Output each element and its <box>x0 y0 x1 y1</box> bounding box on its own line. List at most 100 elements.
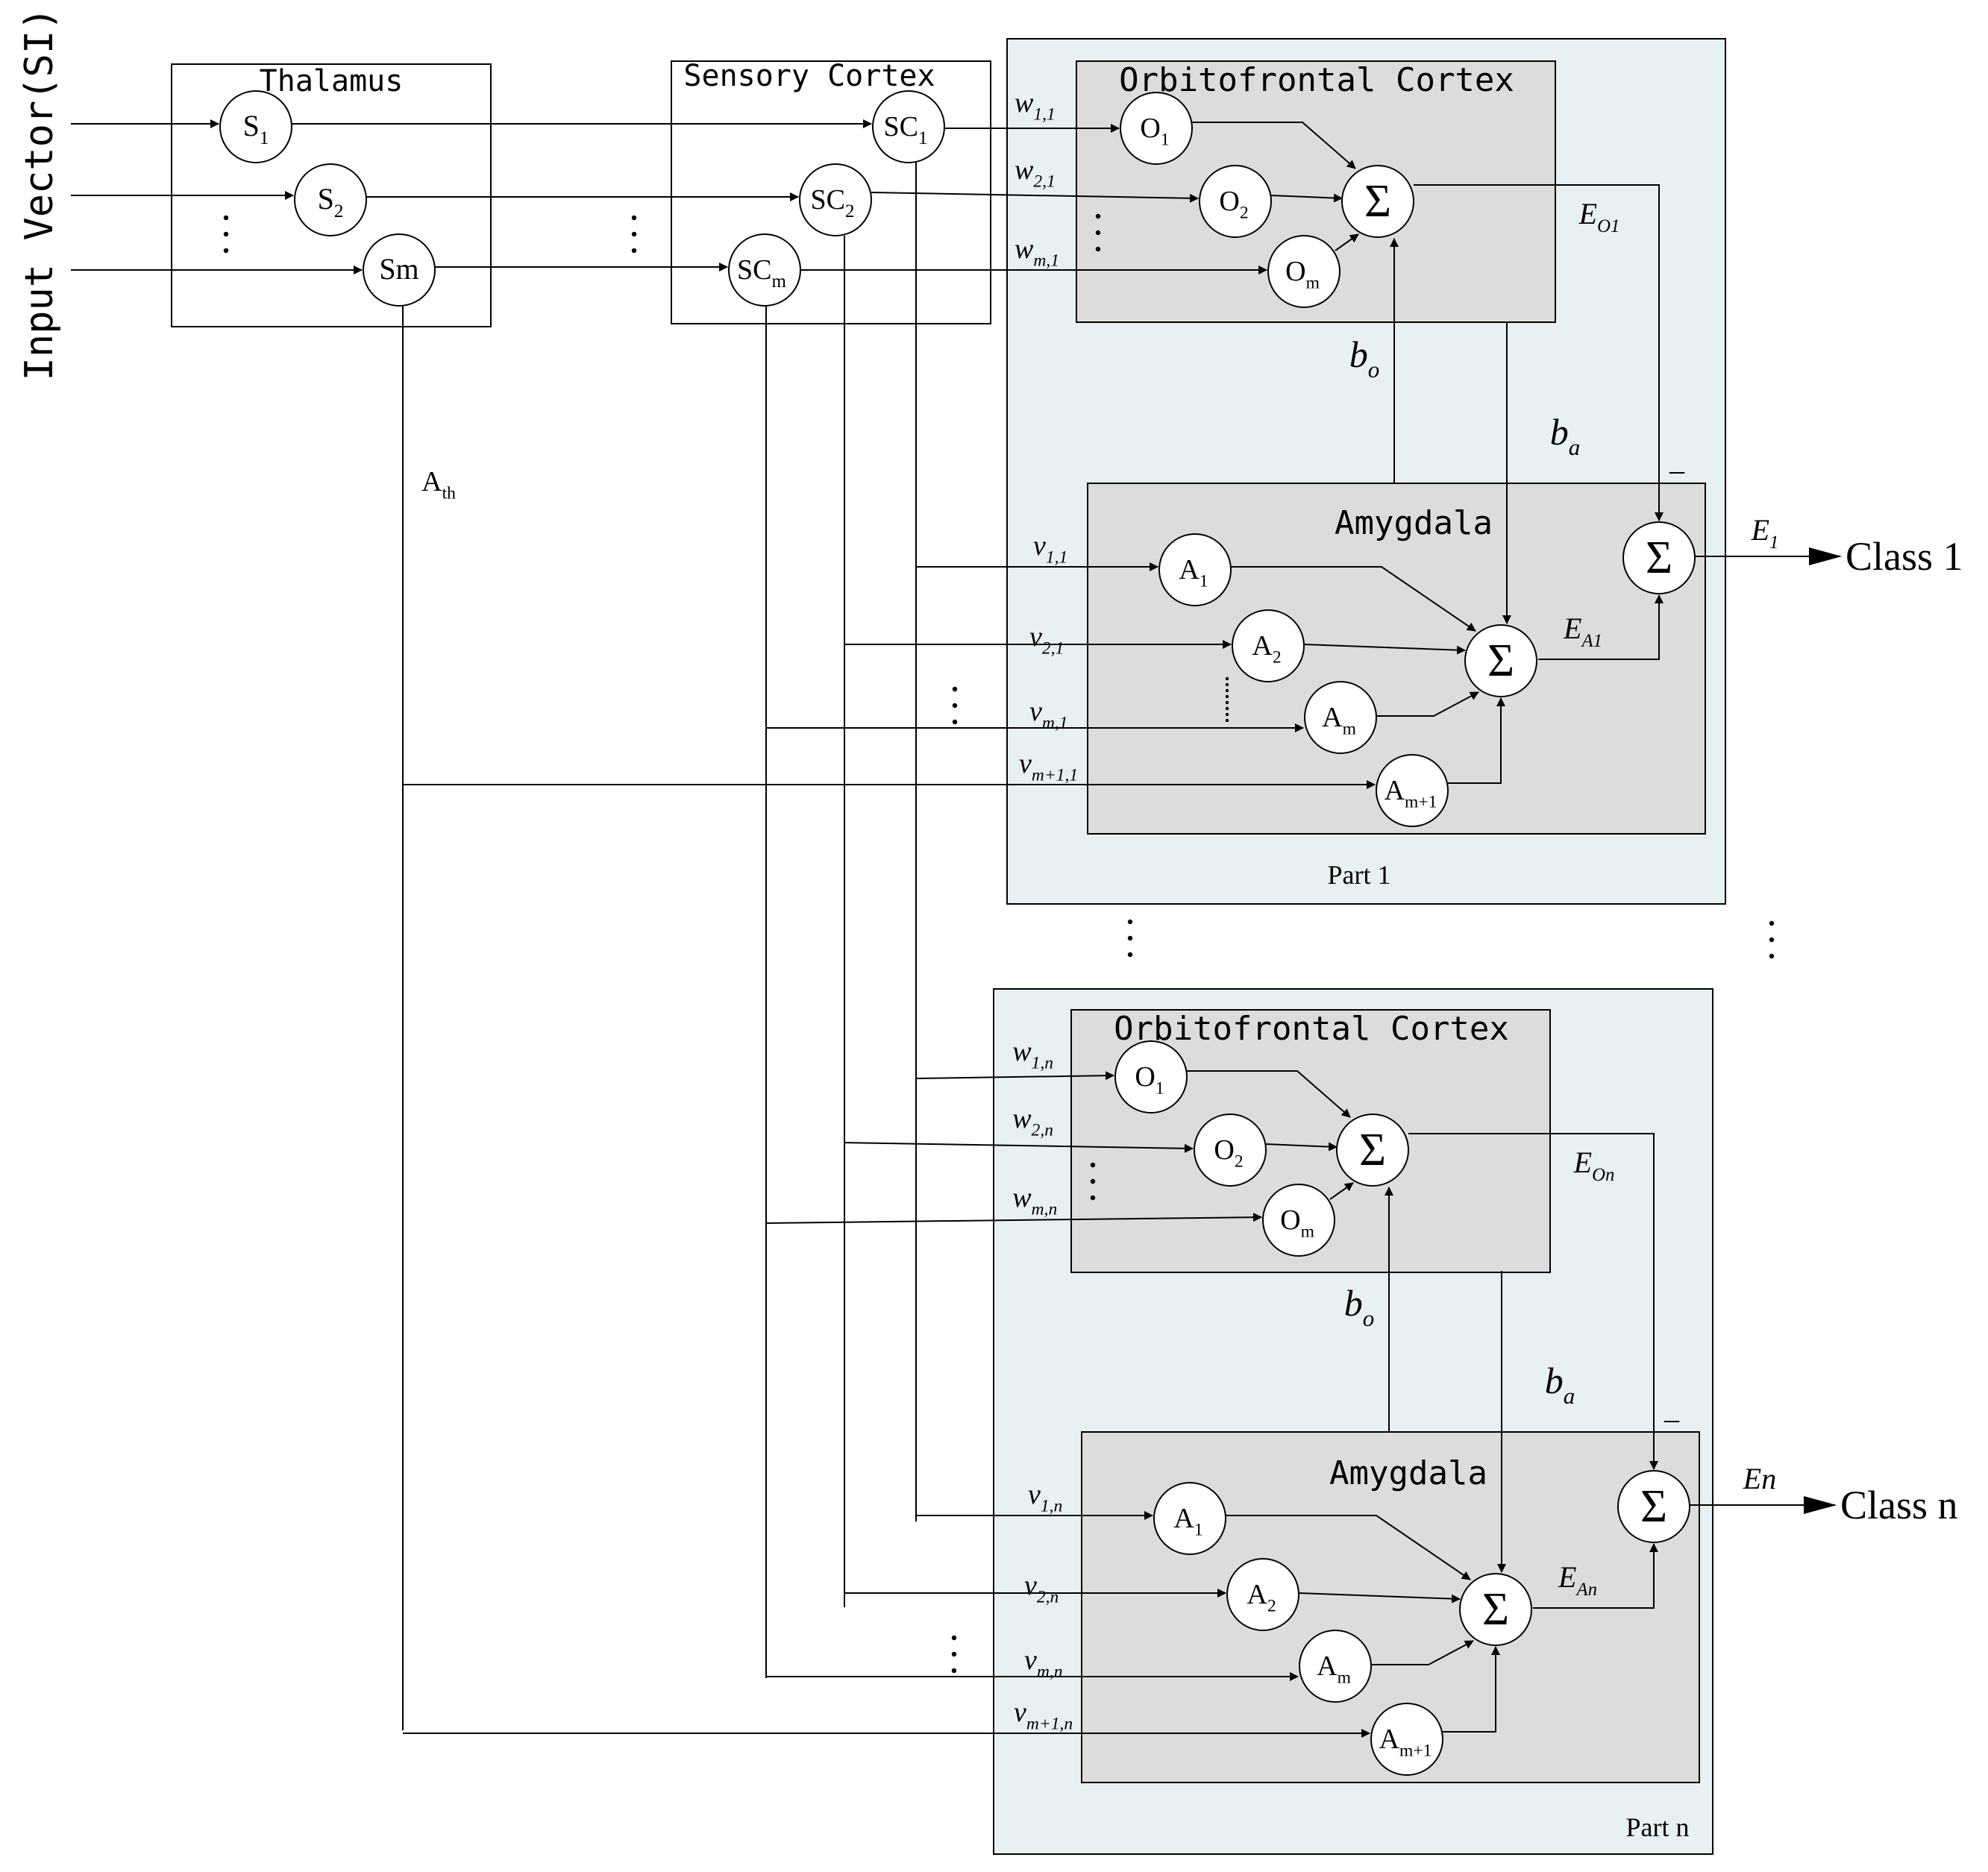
sigma-symbol: Σ <box>1487 635 1514 686</box>
class-label-part-1: Class 1 <box>1846 534 1963 579</box>
amygdala-node-a1-part-2: A1 <box>1153 1482 1226 1555</box>
amygdala-node-am1-part-1-circle <box>1376 754 1449 827</box>
w2n-line <box>844 1142 1194 1153</box>
sigma-symbol: Σ <box>1640 1481 1667 1532</box>
ofc-node-om-part-1-label: Om <box>1285 256 1320 293</box>
amygdala-sum-part-2-circle <box>1459 1573 1532 1646</box>
ofc-sum-part-2-circle <box>1336 1114 1409 1187</box>
ofc-node-om-part-2-circle <box>1262 1184 1335 1257</box>
v-label: vm+1,n <box>1014 1697 1073 1734</box>
om-to-sum <box>1329 1182 1354 1200</box>
amygdala-title-part-1: Amygdala <box>1335 504 1493 542</box>
ofc-node-om-part-1: Om <box>1267 235 1341 308</box>
ea-label: EA1 <box>1563 612 1602 651</box>
v-label: v2,n <box>1024 1570 1059 1607</box>
amygdala-node-am1-part-1-label: Am+1 <box>1385 775 1437 812</box>
amygdala-node-a2-part-1: A2 <box>1232 609 1305 682</box>
output-sum-part-2: Σ <box>1617 1470 1690 1543</box>
ath-label: Ath <box>421 466 456 503</box>
thalamus-node-2: S2 <box>294 163 367 236</box>
sc-node-1: SC1 <box>872 90 945 163</box>
sigma-symbol: Σ <box>1359 1125 1386 1175</box>
wmn-line <box>765 1213 1262 1224</box>
sc-node-label: SCm <box>737 254 786 292</box>
amygdala-node-am1-part-2-circle <box>1370 1703 1443 1776</box>
amygdala-node-am-part-2-circle <box>1299 1630 1372 1703</box>
amygdala-node-am1-part-2-label: Am+1 <box>1379 1724 1432 1761</box>
v-label: v2,1 <box>1029 621 1064 659</box>
v-label: vm+1,1 <box>1019 748 1078 785</box>
sensory-cortex-title: Sensory Cortex <box>683 59 935 93</box>
output-sum-part-1-circle <box>1622 521 1696 594</box>
ofc-node-o2-part-2: O2 <box>1194 1114 1267 1187</box>
amygdala-node-a1-part-2-label: A1 <box>1173 1503 1202 1540</box>
v-label: v1,1 <box>1033 530 1067 568</box>
a2-to-sum <box>1303 644 1466 655</box>
amygdala-node-am-part-1-circle <box>1304 681 1377 754</box>
ba-label: ba <box>1545 1360 1575 1409</box>
amygdala-node-a2-part-2-circle <box>1226 1558 1299 1631</box>
sc-node-3: SCm <box>728 233 801 307</box>
output-sum-part-2-circle <box>1617 1470 1690 1543</box>
o1-to-sum <box>1187 1070 1351 1118</box>
e-out-label: En <box>1743 1462 1776 1495</box>
sc-node-2: SC2 <box>799 163 872 236</box>
minus-sign: _ <box>1669 443 1685 477</box>
between-parts-dots-right <box>1769 920 1775 959</box>
a1-to-sum <box>1226 1515 1471 1580</box>
sc-node-label: SC1 <box>884 111 928 148</box>
ofc-title-part-1: Orbitofrontal Cortex <box>1119 61 1514 99</box>
amygdala-node-am1-part-1: Am+1 <box>1376 754 1449 827</box>
eo-label: EOn <box>1573 1146 1615 1185</box>
am1-to-sum <box>1448 697 1505 784</box>
amygdala-node-a1-part-1: A1 <box>1158 533 1232 606</box>
ofc-node-o1-part-1-circle <box>1120 92 1193 165</box>
bo-label: bo <box>1344 1282 1375 1331</box>
v-label: vm,n <box>1024 1645 1063 1682</box>
a1-to-sum <box>1231 566 1476 632</box>
w1n-line <box>915 1071 1114 1081</box>
ofc-sum-part-2: Σ <box>1336 1114 1409 1187</box>
thalamus-node-label: S2 <box>318 182 344 222</box>
ofc-title-part-n: Orbitofrontal Cortex <box>1114 1010 1509 1048</box>
ea-line <box>1538 594 1664 660</box>
between-parts-dots-left <box>1127 919 1133 958</box>
o2-to-sum <box>1265 1142 1338 1152</box>
ofc-sum-part-1-circle <box>1341 165 1414 238</box>
amygdala-input-dots <box>951 1635 957 1674</box>
amygdala-node-am1-part-2: Am+1 <box>1370 1703 1443 1776</box>
a2-to-sum <box>1298 1592 1461 1604</box>
ofc-dots <box>1090 1162 1096 1201</box>
amygdala-node-am-part-2-label: Am <box>1317 1650 1351 1688</box>
w-label: w2,n <box>1012 1103 1053 1140</box>
v-label: vm,1 <box>1029 696 1068 733</box>
amygdala-title-part-n: Amygdala <box>1329 1454 1487 1492</box>
amygdala-sum-part-2: Σ <box>1459 1573 1532 1646</box>
ofc-sum-part-1: Σ <box>1341 165 1414 238</box>
w-label: w2,1 <box>1015 154 1056 192</box>
part-label-n: Part n <box>1626 1812 1690 1842</box>
am-to-sum <box>1376 691 1479 717</box>
ba-label: ba <box>1550 411 1581 460</box>
ofc-node-o2-part-1-label: O2 <box>1219 186 1248 223</box>
ofc-node-o2-part-1: O2 <box>1199 165 1272 238</box>
w21-line <box>871 192 1199 203</box>
ofc-dots <box>1095 213 1101 252</box>
amygdala-sum-part-1: Σ <box>1464 624 1537 697</box>
ofc-node-o1-part-2: O1 <box>1114 1040 1188 1114</box>
amygdala-node-am-part-2: Am <box>1299 1630 1372 1703</box>
v-label: v1,n <box>1028 1479 1062 1516</box>
sc-input-dots <box>631 215 637 254</box>
w-label: wm,n <box>1012 1182 1057 1219</box>
eo-line <box>1408 1133 1658 1470</box>
thalamus-node-label: S1 <box>243 109 269 148</box>
ofc-node-o1-part-2-label: O1 <box>1135 1061 1164 1099</box>
amygdala-node-am-part-1: Am <box>1304 681 1377 754</box>
minus-sign: _ <box>1664 1392 1680 1425</box>
amygdala-node-a2-part-1-circle <box>1232 609 1305 682</box>
ofc-node-om-part-2: Om <box>1262 1184 1335 1257</box>
amygdala-input-dots <box>952 686 958 725</box>
thalamus-node-3: Sm <box>363 233 436 307</box>
